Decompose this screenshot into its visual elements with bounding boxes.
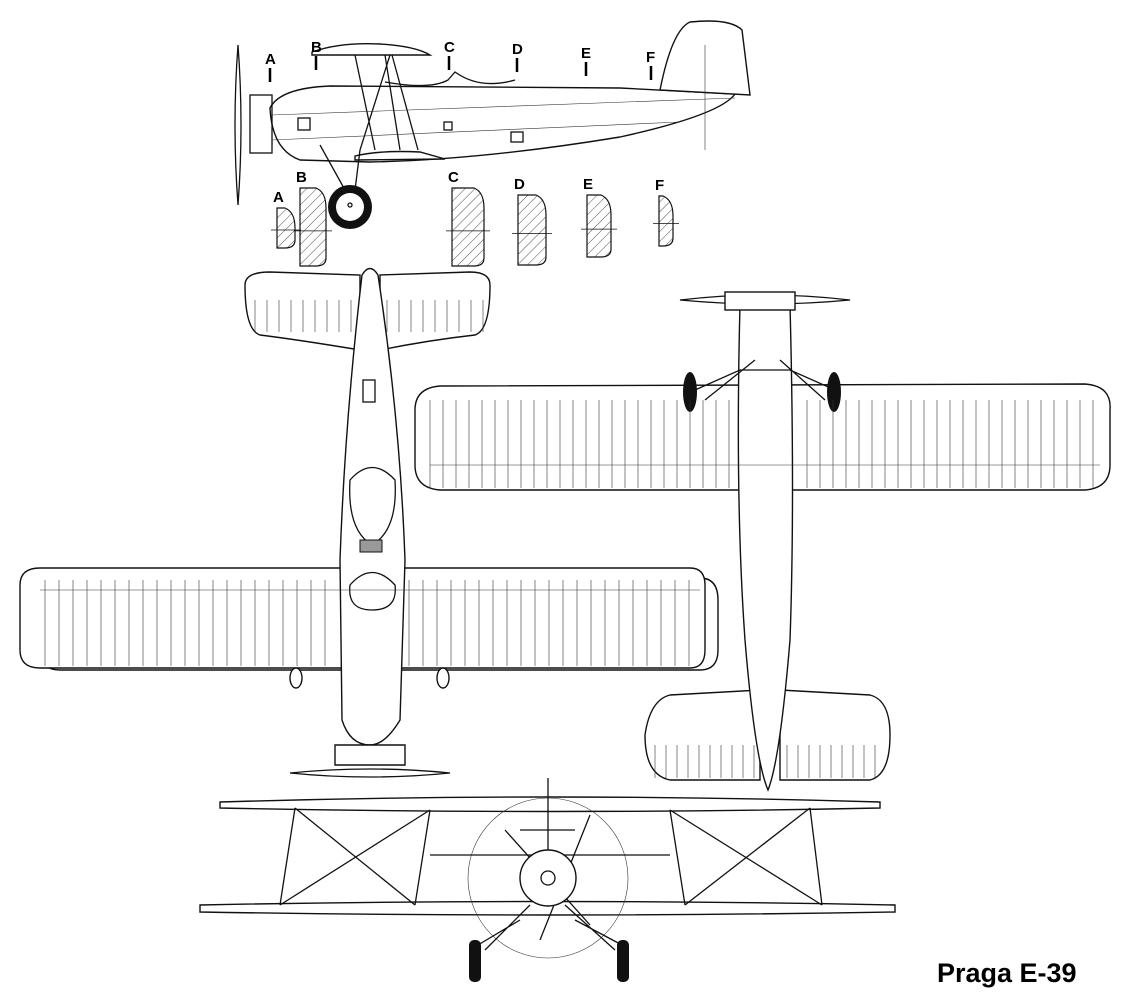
drawing-title: Praga E-39	[937, 958, 1077, 988]
station-label-E: E	[581, 45, 591, 62]
underside-view	[414, 291, 1111, 792]
top-tailplane	[244, 271, 491, 351]
station-label-A: A	[265, 51, 276, 68]
cross-section-D	[517, 194, 547, 266]
front-wheel-left	[469, 940, 481, 982]
under-wheel-right	[827, 372, 841, 412]
side-propeller	[234, 44, 242, 206]
cross-section-B	[299, 187, 327, 267]
section-label-E: E	[583, 176, 593, 193]
under-fuselage	[737, 304, 794, 792]
section-label-B: B	[296, 169, 307, 186]
section-label-F: F	[655, 177, 664, 194]
station-label-B: B	[311, 39, 322, 56]
station-label-D: D	[512, 41, 523, 58]
front-wheel-right	[617, 940, 629, 982]
front-view	[199, 778, 896, 982]
cross-sections: AB C D E F	[271, 169, 679, 267]
front-lower-wing	[199, 900, 896, 916]
side-upper-wing	[311, 43, 433, 56]
top-propeller	[289, 768, 451, 778]
front-engine	[519, 849, 577, 907]
section-label-D: D	[514, 176, 525, 193]
cross-section-F	[658, 195, 674, 247]
station-label-C: C	[444, 39, 455, 56]
station-labels: A B C D E F	[265, 39, 655, 82]
station-label-F: F	[646, 49, 655, 66]
top-view	[19, 267, 719, 778]
under-wheel-left	[683, 372, 697, 412]
side-view	[234, 20, 751, 229]
cross-section-A	[276, 207, 296, 249]
cross-section-C	[451, 187, 485, 267]
section-label-A: A	[273, 189, 284, 206]
side-lower-wing	[354, 150, 446, 161]
top-fuselage	[339, 267, 406, 746]
cross-section-E	[586, 194, 612, 258]
side-fuselage	[269, 85, 737, 163]
top-engine	[334, 744, 406, 766]
front-upper-wing	[219, 796, 881, 813]
section-label-C: C	[448, 169, 459, 186]
